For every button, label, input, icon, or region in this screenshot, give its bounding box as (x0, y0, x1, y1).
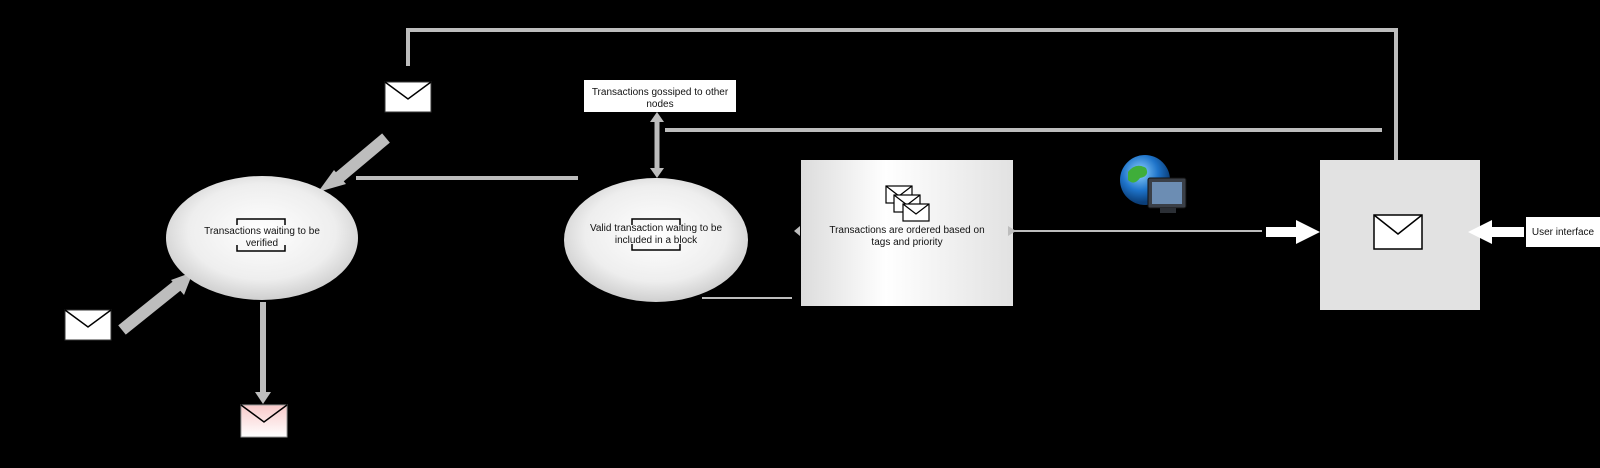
arrow-in-bottom (118, 272, 193, 335)
pool-valid-shape (564, 178, 748, 302)
envelope-icon (64, 309, 112, 341)
stacked-envelopes-icon (885, 185, 930, 222)
user-interface-label: User interface (1531, 227, 1595, 238)
pool-unverified-label: Transactions waiting to be verified (204, 226, 320, 249)
gossip-label: Transactions gossiped to other nodes (591, 87, 729, 110)
globe-computer-icon (1120, 155, 1187, 213)
arrow-into-ui-left (1266, 220, 1320, 244)
user-interface-label-box (1526, 217, 1600, 247)
ordering-box (801, 160, 1013, 306)
ordering-out-marker (1008, 226, 1016, 236)
connector-lines (260, 28, 1398, 396)
bracket-icon (236, 73, 681, 252)
ordering-in-marker (794, 226, 800, 236)
arrow-into-ui-right (1468, 220, 1524, 244)
arrow-up-gossip-head (650, 112, 664, 122)
arrow-in-top (318, 133, 390, 192)
arrow-down-rejected-head (255, 392, 271, 404)
gossip-box (584, 80, 736, 112)
arrow-down-gossip-head (650, 168, 664, 178)
ordering-label: Transactions are ordered based on tags a… (829, 225, 985, 248)
rejected-envelope-icon (240, 404, 288, 438)
envelope-icon (384, 81, 432, 113)
pool-valid-label: Valid transaction waiting to be included… (589, 223, 723, 246)
envelope-icon (1373, 214, 1423, 250)
pool-unverified-shape (166, 176, 358, 300)
feedback-top-line (406, 28, 1398, 160)
